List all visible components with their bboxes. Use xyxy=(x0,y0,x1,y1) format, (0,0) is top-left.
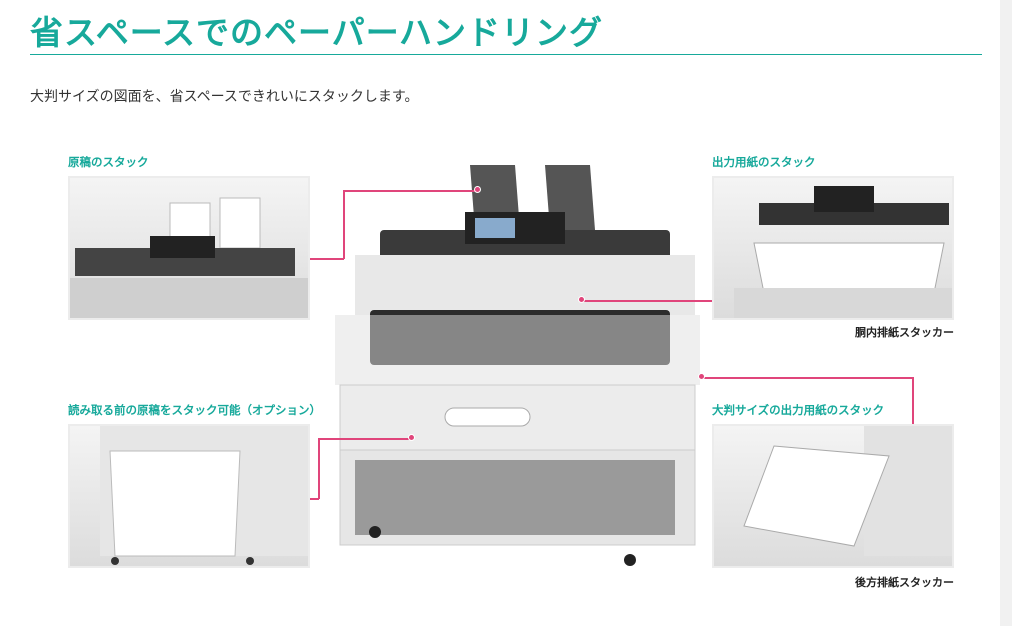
caption-rear-stacker: 後方排紙スタッカー xyxy=(855,576,954,589)
pointer-dot-large-output xyxy=(698,373,705,380)
pointer-line-output xyxy=(582,300,712,302)
lead-text: 大判サイズの図面を、省スペースできれいにスタックします。 xyxy=(30,89,419,105)
pointer-dot-original xyxy=(474,186,481,193)
pointer-line-original xyxy=(310,258,344,260)
pointer-line-original-v xyxy=(343,190,345,259)
label-large-output-stack: 大判サイズの出力用紙のスタック xyxy=(712,403,885,417)
label-output-stack: 出力用紙のスタック xyxy=(712,155,816,169)
photo-output-stack xyxy=(712,176,954,320)
pointer-dot-pre-read xyxy=(408,434,415,441)
pointer-line-large-output xyxy=(702,377,913,379)
scrollbar[interactable] xyxy=(1000,0,1012,626)
pointer-line-pre-read-v xyxy=(318,438,320,499)
title-divider xyxy=(30,54,982,55)
label-original-stack: 原稿のスタック xyxy=(68,155,149,169)
pointer-line-original-h xyxy=(343,190,478,192)
pointer-line-pre-read xyxy=(310,498,319,500)
page-title: 省スペースでのペーパーハンドリング xyxy=(30,13,604,52)
label-pre-read-stack: 読み取る前の原稿をスタック可能（オプション） xyxy=(68,403,321,417)
pointer-line-large-output-v xyxy=(912,377,914,424)
caption-internal-stacker: 胴内排紙スタッカー xyxy=(855,326,954,339)
photo-large-output-stack xyxy=(712,424,954,568)
photo-original-stack xyxy=(68,176,310,320)
photo-pre-read-stack xyxy=(68,424,310,568)
printer-image xyxy=(330,160,702,575)
pointer-dot-output xyxy=(578,296,585,303)
pointer-line-pre-read-h xyxy=(318,438,412,440)
